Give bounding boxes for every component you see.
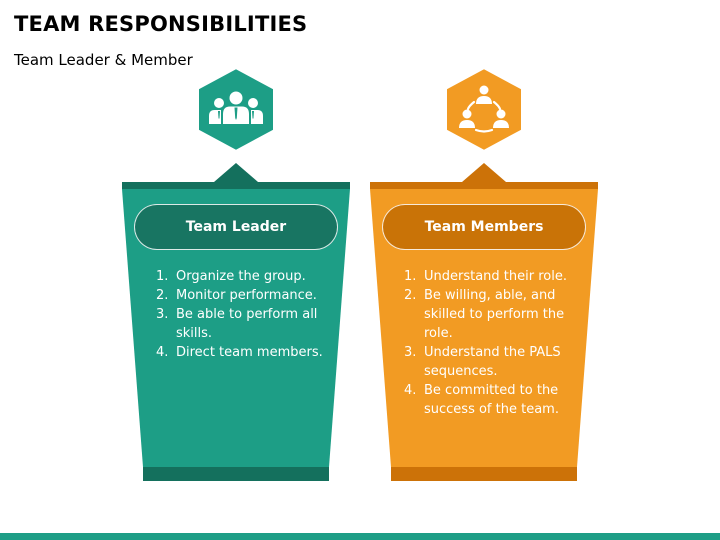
list-item: 3.Understand the PALS sequences.: [404, 345, 561, 379]
list-item: 1.Understand their role.: [404, 269, 567, 284]
list-item: 3.Be able to perform all skills.: [156, 307, 318, 341]
team-group-icon: [195, 64, 277, 155]
team-members-card: Team Members 1.Understand their role. 2.…: [370, 62, 598, 484]
list-item: 4.Direct team members.: [156, 345, 323, 360]
team-leader-heading: Team Leader: [134, 204, 338, 250]
list-item: 4.Be committed to the success of the tea…: [404, 383, 559, 417]
team-leader-list: 1.Organize the group. 2.Monitor performa…: [134, 267, 338, 362]
list-item: 1.Organize the group.: [156, 269, 306, 284]
team-members-heading: Team Members: [382, 204, 586, 250]
bottom-accent-bar: [0, 533, 720, 540]
page-title: TEAM RESPONSIBILITIES: [14, 12, 308, 36]
team-leader-card-shape: [122, 64, 350, 481]
team-members-card-shape: [370, 64, 598, 481]
list-item: 2.Monitor performance.: [156, 288, 317, 303]
team-cycle-icon: [443, 64, 525, 155]
list-item: 2.Be willing, able, and skilled to perfo…: [404, 288, 565, 341]
team-leader-card: Team Leader 1.Organize the group. 2.Moni…: [122, 62, 350, 484]
team-members-list: 1.Understand their role. 2.Be willing, a…: [382, 267, 586, 419]
page-subtitle: Team Leader & Member: [14, 51, 193, 69]
